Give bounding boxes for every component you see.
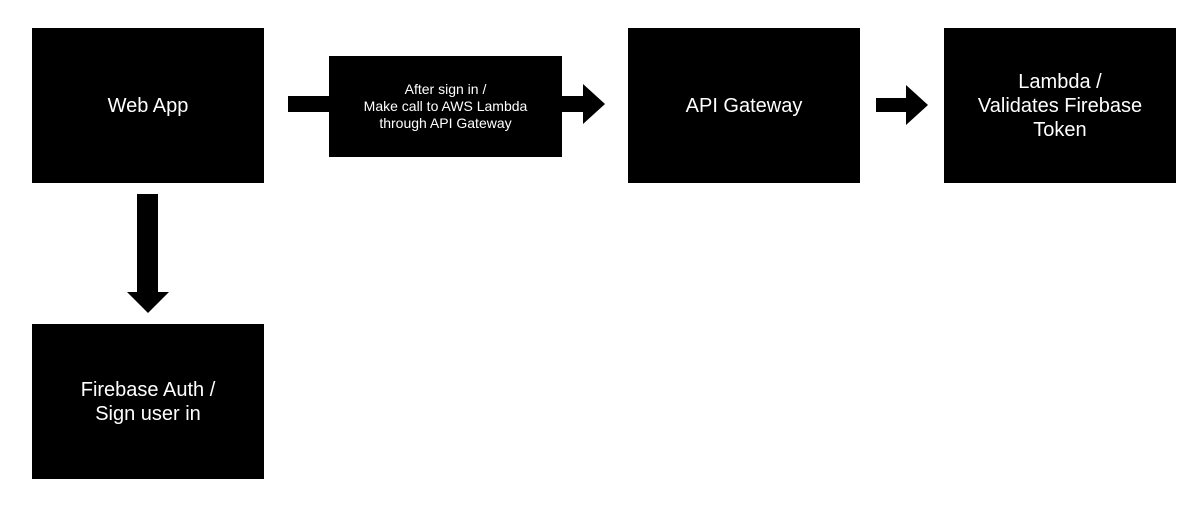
firebase-auth-box: Firebase Auth / Sign user in [32,324,264,479]
arrow-api-to-lambda [876,85,928,125]
call-label-box: After sign in / Make call to AWS Lambda … [329,56,562,157]
web-app-box: Web App [32,28,264,183]
web-app-label: Web App [107,94,189,117]
firebase-auth-label: Firebase Auth / Sign user in [80,378,216,425]
arrow-webapp-to-firebase [127,194,169,313]
lambda-label: Lambda / Validates Firebase Token [977,70,1143,141]
lambda-box: Lambda / Validates Firebase Token [944,28,1176,183]
call-label: After sign in / Make call to AWS Lambda … [363,81,528,131]
api-gateway-box: API Gateway [628,28,860,183]
api-gateway-label: API Gateway [685,94,803,117]
